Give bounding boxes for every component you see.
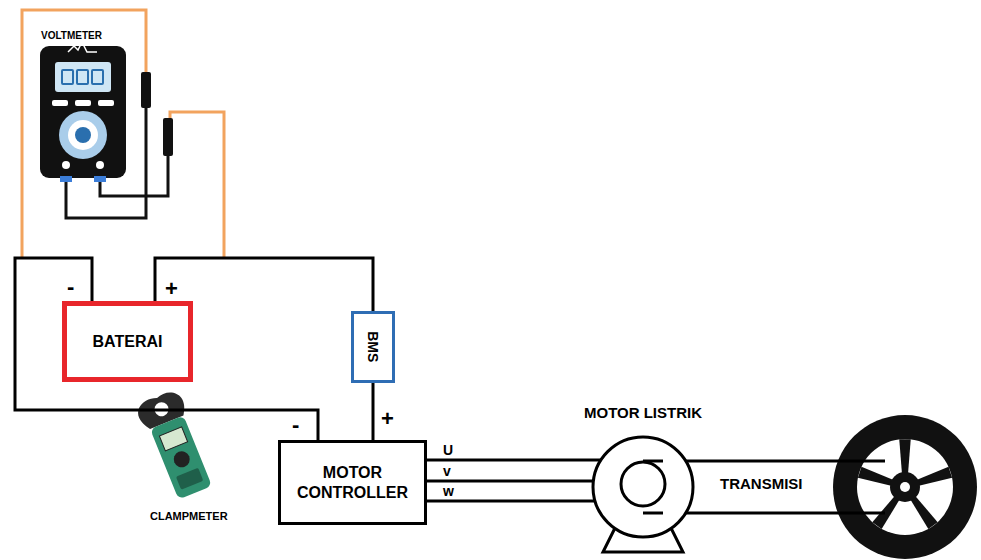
node-label: BMS: [364, 331, 382, 362]
wire: [372, 383, 375, 440]
terminal-sign: +: [165, 278, 178, 300]
terminal-sign: -: [67, 276, 74, 298]
motor-controller-box: MOTOR CONTROLLER: [278, 440, 427, 525]
phase-label: v: [443, 464, 451, 478]
motor-heading: MOTOR LISTRIK: [573, 404, 713, 423]
voltmeter-symbol: [40, 42, 126, 182]
transmission-label: TRANSMISI: [720, 476, 803, 491]
wire: [427, 459, 601, 462]
probe: [141, 72, 151, 108]
wheel-symbol: [833, 415, 977, 559]
node-label: MOTOR CONTROLLER: [287, 463, 418, 503]
clampmeter-label: CLAMPMETER: [150, 511, 228, 522]
battery-box: BATERAI: [62, 301, 193, 382]
node-label: BATERAI: [93, 332, 163, 352]
test-lead: [66, 108, 168, 218]
terminal-sign: +: [381, 408, 394, 430]
motor-symbol: [573, 400, 713, 555]
phase-label: U: [443, 443, 453, 457]
bms-box: BMS: [351, 311, 395, 383]
wire: [427, 500, 595, 503]
wire: [427, 480, 593, 483]
probe-wire: [22, 10, 224, 258]
probe: [163, 118, 173, 156]
wire: [15, 258, 318, 440]
terminal-sign: -: [292, 414, 299, 436]
clampmeter-symbol: [134, 388, 216, 502]
phase-label: w: [443, 484, 454, 498]
voltmeter-label: VOLTMETER: [41, 31, 102, 41]
electric-motor: MOTOR LISTRIK: [573, 400, 713, 555]
